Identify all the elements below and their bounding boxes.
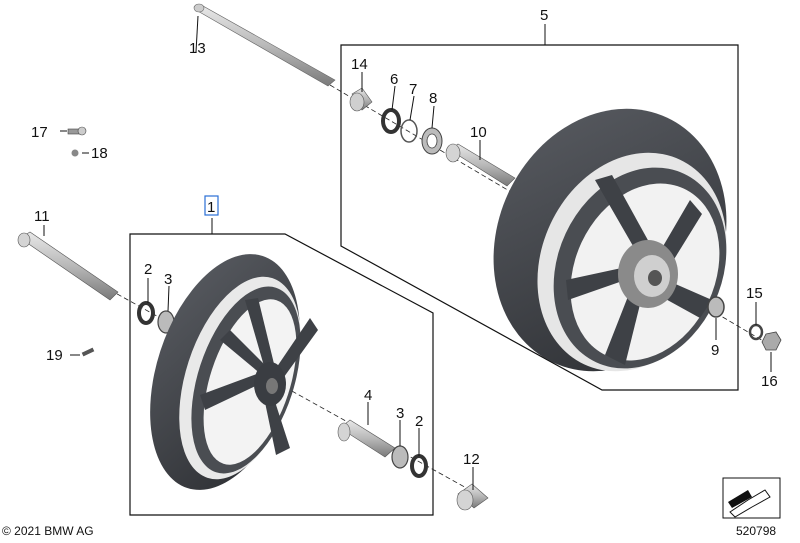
label-8: 8	[429, 90, 437, 107]
rear-axle-shaft	[193, 3, 336, 87]
label-13: 13	[189, 40, 206, 57]
label-2-lower: 2	[415, 413, 423, 430]
label-17: 17	[31, 124, 48, 141]
label-16: 16	[761, 373, 778, 390]
label-2-upper: 2	[144, 261, 152, 278]
sleeve-4	[337, 419, 396, 458]
seal-2-lower	[410, 454, 428, 478]
document-number: 520798	[736, 524, 777, 538]
spacer-12	[456, 483, 489, 511]
label-12: 12	[463, 451, 480, 468]
pin-19	[81, 347, 95, 357]
label-10: 10	[470, 124, 487, 141]
label-11: 11	[34, 208, 50, 225]
label-1: 1	[207, 199, 215, 216]
label-5: 5	[540, 7, 548, 24]
circlip-7	[400, 119, 418, 143]
bearing-3-lower	[391, 445, 409, 469]
front-wheel	[150, 254, 318, 490]
leader-lines	[43, 15, 772, 490]
nut-16	[761, 331, 782, 351]
copyright-text: © 2021 BMW AG	[2, 524, 94, 538]
ring-9	[707, 296, 725, 318]
label-15: 15	[746, 285, 763, 302]
label-3-lower: 3	[396, 405, 404, 422]
seal-2-upper	[137, 301, 155, 325]
highlight-box	[204, 195, 219, 216]
label-7: 7	[409, 81, 417, 98]
front-axle-shaft	[17, 231, 119, 301]
bearing-8	[421, 127, 443, 155]
washer-15	[748, 323, 764, 341]
label-14: 14	[351, 56, 368, 73]
seal-ring-6	[381, 108, 401, 134]
rear-wheel	[493, 108, 727, 372]
front-wheel-assembly-outline	[129, 233, 434, 516]
label-4: 4	[364, 387, 372, 404]
direction-arrow-icon	[722, 477, 781, 519]
valve-17	[67, 126, 87, 136]
rear-wheel-assembly-outline	[340, 44, 739, 391]
label-19: 19	[46, 347, 63, 364]
label-9: 9	[711, 342, 719, 359]
label-6: 6	[390, 71, 398, 88]
sleeve-10	[445, 143, 516, 187]
valve-cap-18	[71, 149, 79, 157]
label-3-upper: 3	[164, 271, 172, 288]
spacer-14	[349, 87, 373, 112]
label-18: 18	[91, 145, 108, 162]
